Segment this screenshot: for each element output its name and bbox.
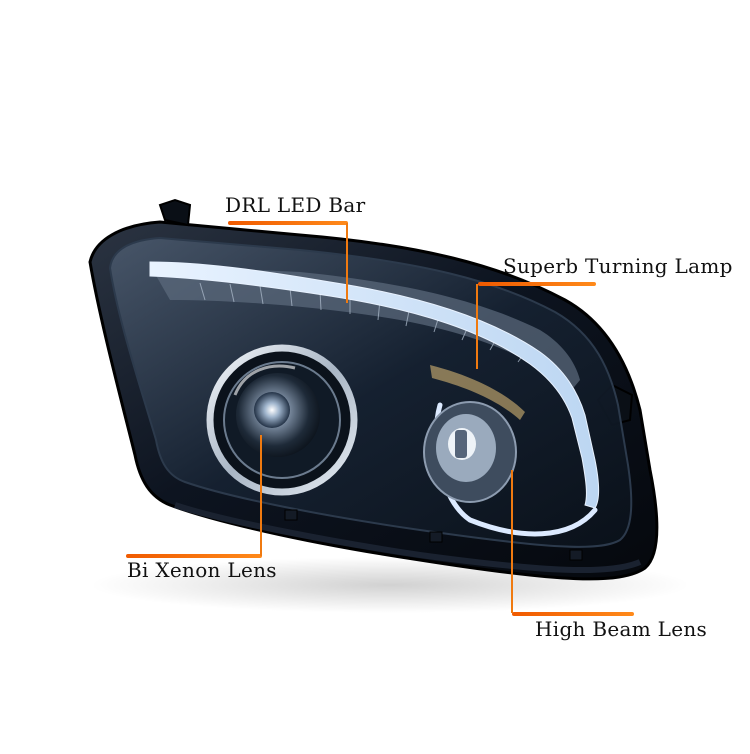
reflector-band — [150, 265, 580, 392]
callout-drl-underline — [228, 221, 348, 225]
callout-turning-label: Superb Turning Lamp — [503, 254, 733, 278]
callout-drl-label: DRL LED Bar — [225, 193, 366, 217]
mounting-clips — [284, 509, 583, 561]
callout-highbeam-underline — [512, 612, 634, 616]
callout-highbeam-label: High Beam Lens — [535, 617, 708, 641]
callout-turning-underline — [478, 282, 596, 286]
lower-bezel — [174, 502, 642, 574]
callout-highbeam-leader — [511, 470, 513, 613]
drl-led-bar — [149, 261, 600, 509]
high-beam-lens — [423, 401, 517, 503]
mount-tab-top — [158, 198, 192, 227]
turning-lamp — [430, 365, 525, 420]
callout-bixenon-underline — [126, 554, 262, 558]
callout-turning-leader — [476, 284, 478, 369]
bi-xenon-projector — [206, 344, 358, 496]
callout-drl-leader — [346, 223, 348, 303]
callout-bixenon-label: Bi Xenon Lens — [127, 558, 277, 582]
callout-bixenon-leader — [260, 435, 262, 556]
